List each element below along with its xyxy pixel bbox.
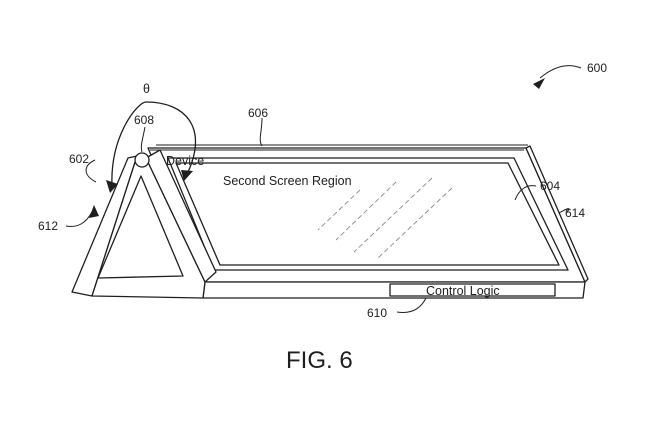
second-screen-region bbox=[175, 162, 560, 266]
ref-600: 600 bbox=[587, 61, 607, 75]
leader-612 bbox=[65, 211, 93, 227]
leader-600-arrowhead bbox=[533, 78, 545, 89]
component-labels: Device Second Screen Region Control Logi… bbox=[166, 154, 500, 298]
leader-614 bbox=[558, 208, 570, 214]
ref-612: 612 bbox=[38, 219, 58, 233]
folded-device-panel bbox=[71, 149, 217, 299]
screen-glare-line-1 bbox=[317, 189, 361, 231]
ref-614: 614 bbox=[565, 206, 585, 220]
control-logic-box bbox=[389, 283, 556, 297]
leader-602 bbox=[85, 159, 97, 183]
ref-608: 608 bbox=[134, 113, 154, 127]
screen-glare-line-4 bbox=[377, 187, 453, 259]
screen-glare-line-3 bbox=[353, 177, 433, 253]
figure-caption: FIG. 6 bbox=[286, 347, 353, 374]
folded-panel-inner-triangle bbox=[97, 175, 184, 279]
leader-608 bbox=[140, 126, 146, 153]
second-screen-region-label: Second Screen Region bbox=[223, 174, 352, 188]
folded-panel-right-face bbox=[145, 149, 217, 283]
angle-arrowhead-right bbox=[181, 170, 193, 181]
leader-612-arrowhead bbox=[89, 205, 99, 218]
leader-610 bbox=[396, 297, 427, 313]
ref-602: 602 bbox=[69, 152, 89, 166]
flat-panel-right-edge bbox=[525, 145, 589, 283]
leader-606 bbox=[259, 117, 263, 147]
angle-symbol: θ bbox=[143, 82, 150, 96]
leader-lines bbox=[65, 65, 582, 313]
ref-606: 606 bbox=[248, 106, 268, 120]
reference-numerals: 600 602 612 606 608 604 614 610 bbox=[38, 61, 607, 320]
angle-theta-indicator: θ bbox=[106, 82, 197, 193]
leader-600 bbox=[539, 65, 582, 79]
screen-glare-line-2 bbox=[335, 181, 397, 241]
angle-arc bbox=[111, 101, 197, 187]
ref-604: 604 bbox=[540, 179, 560, 193]
flat-device-panel bbox=[147, 144, 589, 299]
hinge-circle bbox=[134, 152, 150, 168]
ref-610: 610 bbox=[367, 306, 387, 320]
control-logic-label: Control Logic bbox=[426, 284, 500, 298]
device-label: Device bbox=[166, 154, 204, 168]
angle-arrowhead-left bbox=[106, 180, 118, 193]
leader-604 bbox=[514, 185, 537, 201]
